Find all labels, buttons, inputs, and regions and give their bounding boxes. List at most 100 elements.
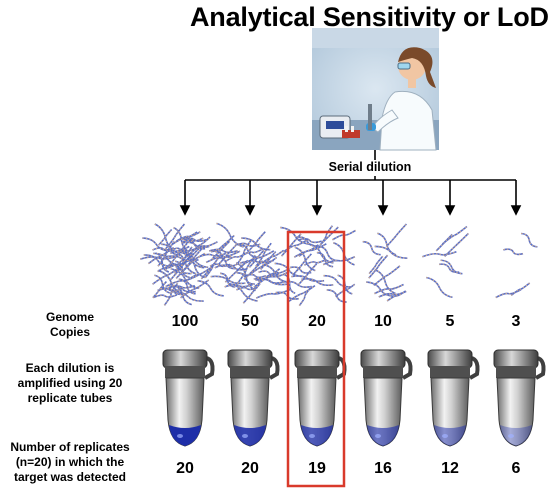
dna-strand	[332, 230, 356, 241]
dna-strand	[248, 231, 266, 251]
replicates-detected-value: 6	[511, 460, 521, 477]
dna-cluster	[274, 225, 357, 307]
dna-strand	[171, 291, 204, 302]
tube-liquid	[234, 425, 266, 446]
dna-strand	[374, 269, 396, 294]
genome-copies-value: 20	[308, 313, 326, 330]
page-title: Analytical Sensitivity or LoD	[190, 2, 549, 32]
dna-strand	[292, 253, 312, 276]
tube-liquid	[169, 425, 201, 446]
dilution-label-line: replicate tubes	[27, 391, 113, 405]
dna-strand	[217, 245, 236, 266]
dna-strand	[333, 242, 355, 266]
dna-strand	[426, 276, 453, 299]
dna-strand	[153, 252, 183, 267]
dna-strand	[236, 272, 255, 285]
dna-strand	[378, 290, 407, 298]
replicate-tube	[294, 349, 347, 447]
replicates-label-line: Number of replicates	[10, 440, 130, 454]
dna-strand	[174, 248, 200, 274]
dna-strand	[262, 264, 289, 283]
dna-strand	[224, 284, 253, 288]
dna-strand	[503, 248, 524, 255]
dna-strand	[442, 226, 468, 245]
dna-strand	[298, 244, 319, 257]
dna-strand	[178, 248, 203, 277]
dna-strand	[165, 274, 199, 287]
dna-strand	[153, 294, 178, 298]
dna-strand	[197, 280, 224, 297]
replicates-label-line: (n=20) in which the	[15, 455, 125, 469]
dna-strand	[298, 288, 311, 306]
dna-strand	[216, 223, 244, 248]
dna-strand	[183, 239, 206, 250]
dna-strand	[209, 249, 238, 253]
replicate-tube	[162, 349, 215, 447]
dna-strand	[158, 270, 185, 296]
dna-strand	[281, 233, 302, 257]
dna-strand	[444, 232, 469, 257]
replicates-label-line: target was detected	[13, 470, 127, 484]
dna-strand	[253, 268, 280, 288]
dna-strand	[168, 264, 192, 274]
dna-strand	[304, 259, 327, 266]
dna-strand	[386, 290, 406, 302]
dna-strand	[148, 250, 170, 264]
dna-strand	[244, 274, 267, 278]
dna-cluster	[139, 223, 227, 306]
dilution-amplified-label: Each dilution is amplified using 20 repl…	[0, 361, 140, 406]
dna-strand	[422, 251, 457, 258]
dna-strand	[280, 227, 310, 245]
replicates-detected-value: 20	[176, 460, 194, 477]
dna-strand	[386, 223, 407, 247]
dna-strand	[255, 242, 272, 267]
dna-cluster	[422, 225, 469, 299]
dna-strand	[217, 257, 236, 269]
arrow-head	[377, 205, 389, 216]
dna-strand	[154, 274, 171, 294]
dna-strand	[197, 280, 224, 297]
genome-copies-label-line: Genome	[45, 310, 94, 324]
dna-strand	[291, 275, 325, 282]
dna-strand	[215, 235, 235, 253]
dna-strand	[366, 281, 395, 298]
serial-dilution-arrows	[179, 150, 522, 216]
dna-strand	[435, 234, 453, 252]
dna-strand	[236, 262, 256, 291]
replicates-detected-value: 19	[308, 460, 326, 477]
dna-strand	[174, 250, 197, 275]
tube-liquid	[367, 425, 399, 446]
arrow-head	[179, 205, 191, 216]
dna-strand	[368, 256, 384, 274]
dna-strand	[170, 268, 200, 289]
arrow-head	[244, 205, 256, 216]
dna-strand	[294, 243, 327, 258]
replicates-detected-value: 20	[241, 460, 259, 477]
dilution-label-line: amplified using 20	[17, 376, 123, 390]
dna-strand	[275, 291, 299, 300]
dna-cluster	[495, 232, 538, 299]
dna-strand	[239, 259, 274, 264]
dna-strand	[160, 287, 187, 295]
dna-strand	[258, 270, 280, 276]
tube-liquid	[301, 425, 333, 446]
dna-strand	[184, 253, 206, 278]
dna-strand	[143, 254, 172, 267]
lab-scene-illustration	[312, 28, 439, 151]
arrow-head	[311, 205, 323, 216]
dna-clusters	[139, 222, 538, 307]
dna-strand	[337, 274, 353, 295]
dna-strand	[157, 263, 177, 272]
dna-strand	[510, 282, 530, 296]
dna-strand	[171, 231, 198, 246]
dna-strand	[440, 259, 463, 275]
dna-strand	[140, 256, 177, 260]
replicate-tube	[493, 349, 546, 447]
dna-strand	[209, 263, 231, 267]
dna-strand	[198, 252, 227, 258]
tube-liquid	[500, 425, 532, 446]
replicate-tube	[427, 349, 480, 447]
dna-strand	[422, 250, 457, 258]
